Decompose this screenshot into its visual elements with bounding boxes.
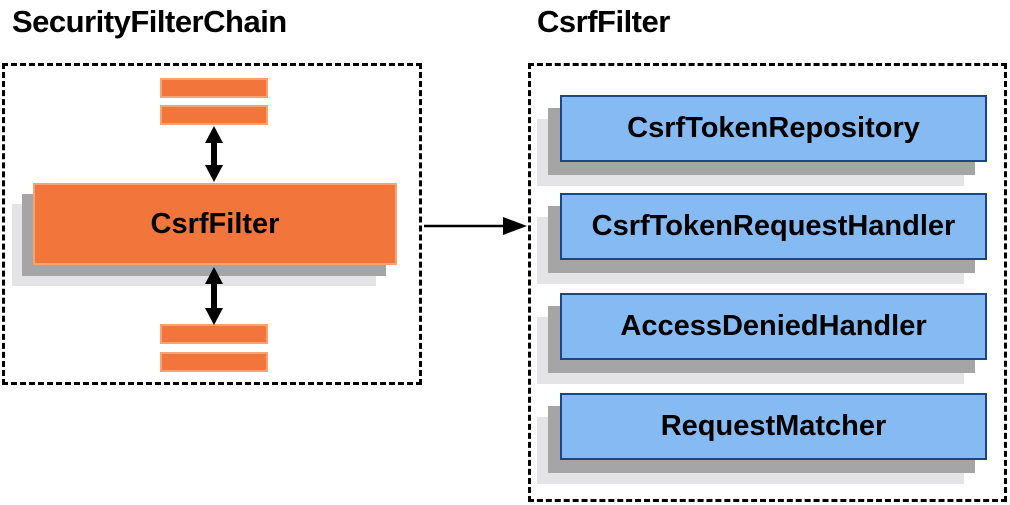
filter-bar-top-2 [160,105,268,125]
component-box-csrf-token-repository: CsrfTokenRepository [560,95,987,162]
component-box-request-matcher: RequestMatcher [560,393,987,460]
filter-bar-bottom-2 [160,352,268,372]
security-filter-chain-container [2,63,422,385]
filter-bar-bottom-1 [160,324,268,344]
component-label: AccessDeniedHandler [620,310,927,342]
component-box-access-denied-handler: AccessDeniedHandler [560,293,987,360]
csrf-filter-title: CsrfFilter [537,4,670,39]
component-label: CsrfTokenRequestHandler [591,210,956,242]
csrf-filter-container [528,63,1007,502]
csrf-filter-box-label: CsrfFilter [150,207,280,240]
component-box-csrf-token-request-handler: CsrfTokenRequestHandler [560,193,987,260]
csrf-filter-box: CsrfFilter [33,183,397,265]
security-filter-chain-title: SecurityFilterChain [12,4,287,39]
component-label: CsrfTokenRepository [627,112,920,144]
flow-arrow-right-icon [424,217,527,235]
component-label: RequestMatcher [660,410,887,442]
filter-bar-top-1 [160,78,268,98]
